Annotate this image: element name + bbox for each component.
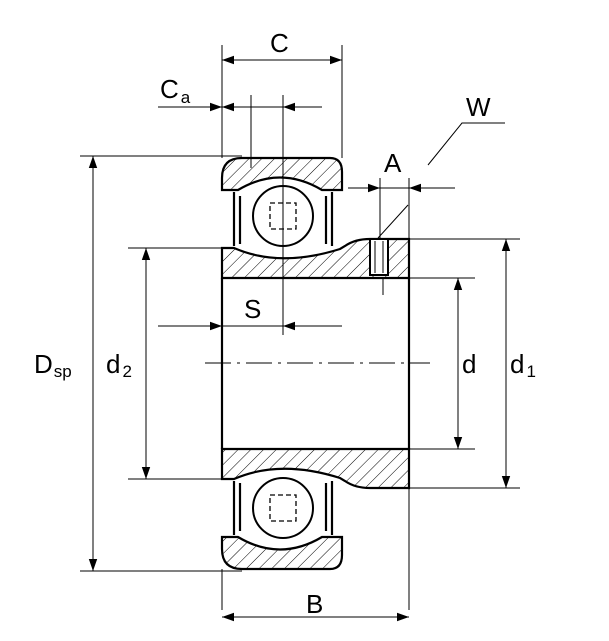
outer-ring-lower: [220, 535, 344, 571]
cage-lower: [269, 494, 297, 522]
seal-lower-left: [232, 481, 242, 535]
ball-lower: [252, 477, 314, 539]
label-d: d: [462, 349, 476, 379]
label-s: S: [244, 294, 261, 324]
inner-ring-lower: [220, 447, 411, 490]
seal-upper-right: [324, 192, 334, 246]
seal-lower-right: [324, 481, 334, 535]
label-w: W: [466, 92, 491, 122]
outer-ring-upper: [220, 156, 344, 192]
leader-w: [377, 204, 409, 239]
set-screw: [369, 238, 389, 276]
label-dsp: Dsp: [34, 349, 72, 381]
label-c: C: [270, 28, 289, 58]
seal-upper-left: [232, 192, 242, 246]
label-a: A: [384, 148, 402, 178]
label-b: B: [306, 589, 323, 619]
